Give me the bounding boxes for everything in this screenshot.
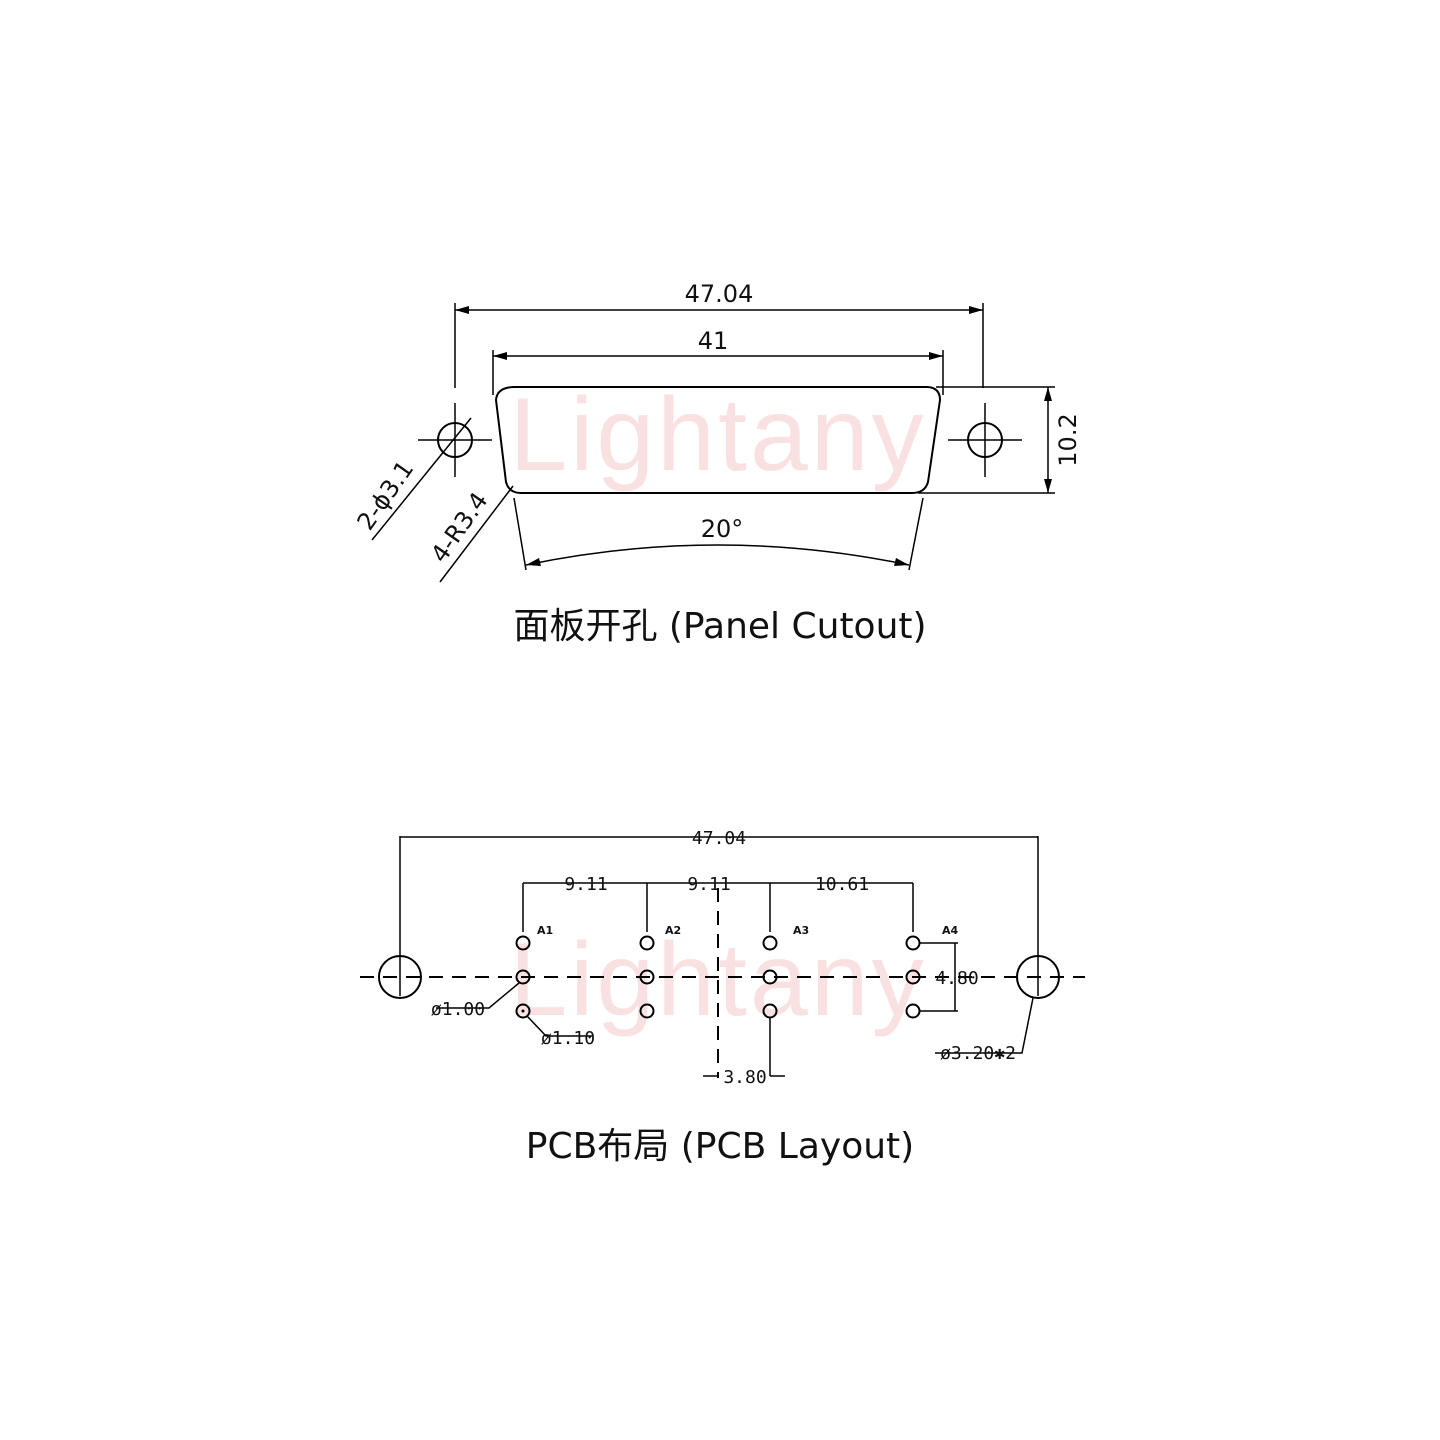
board-lock-hole (515, 1003, 531, 1019)
leader-corner-radius (439, 485, 514, 583)
leader-board-lock-dia (526, 1015, 592, 1037)
pcb-dim-text-row-spacing: 4.80 (935, 968, 978, 989)
pin-label-a2: A2 (665, 924, 681, 937)
pin-hole (905, 969, 921, 985)
pin-hole (515, 935, 531, 951)
pin-hole (762, 935, 778, 951)
pin-group-a3 (762, 935, 778, 1019)
pin-hole (515, 969, 531, 985)
pin-label-a1: A1 (537, 924, 553, 937)
pin-hole (762, 969, 778, 985)
pin-label-a4: A4 (942, 924, 959, 937)
pcb-dim-overall-width (399, 836, 1039, 958)
mount-hole-right (948, 403, 1022, 477)
dim-text-angle: 20° (701, 515, 744, 543)
leader-signal-pin-dia (436, 982, 520, 1009)
pin-group-a1 (515, 935, 531, 1019)
pcb-dim-offset (703, 1018, 785, 1077)
pcb-dim-text-signal-pin-dia: ø1.00 (431, 999, 485, 1020)
dim-cutout-width (492, 350, 944, 395)
pcb-dim-pitch (522, 882, 914, 932)
dim-angle (513, 497, 924, 571)
watermark-bottom: Lightany (509, 922, 926, 1038)
pin-group-a4 (905, 935, 921, 1019)
dim-overall-width (454, 303, 984, 388)
mount-hole-left (418, 403, 492, 477)
pin-hole (639, 935, 655, 951)
cutout-outline (494, 386, 942, 494)
pcb-dim-text-mount-hole-dia: ø3.20✱2 (940, 1043, 1016, 1064)
pin-hole (905, 935, 921, 951)
watermark-top: Lightany (509, 377, 926, 493)
dim-text-height: 10.2 (1054, 413, 1082, 466)
pin-label-a3: A3 (793, 924, 809, 937)
pcb-layout-caption: PCB布局 (PCB Layout) (526, 1126, 914, 1167)
pcb-dim-text-pitch-1: 9.11 (564, 874, 607, 895)
dim-text-overall-width: 47.04 (685, 280, 754, 308)
pin-hole (639, 1003, 655, 1019)
pcb-dim-text-pitch-3: 10.61 (815, 874, 869, 895)
pcb-dim-text-pitch-2: 9.11 (687, 874, 730, 895)
pcb-dim-text-offset: 3.80 (723, 1067, 766, 1088)
dim-text-cutout-width: 41 (698, 327, 729, 355)
pcb-dim-text-overall-width: 47.04 (692, 828, 746, 849)
pcb-dim-text-board-lock-dia: ø1.10 (541, 1028, 595, 1049)
pin-hole (762, 1003, 778, 1019)
pin-group-a2 (639, 935, 655, 1019)
leader-mount-hole-dia (935, 997, 1034, 1054)
panel-cutout-caption: 面板开孔 (Panel Cutout) (513, 606, 926, 647)
leader-hole-dia (371, 417, 472, 541)
dim-height (918, 386, 1055, 494)
pin-hole (639, 969, 655, 985)
pin-hole (905, 1003, 921, 1019)
panel-cutout-view: Lightany 47.04 (352, 280, 1082, 647)
pcb-dim-row-spacing (920, 942, 958, 1012)
pcb-layout-view: Lightany 47.04 9.11 9.11 1 (360, 828, 1085, 1167)
